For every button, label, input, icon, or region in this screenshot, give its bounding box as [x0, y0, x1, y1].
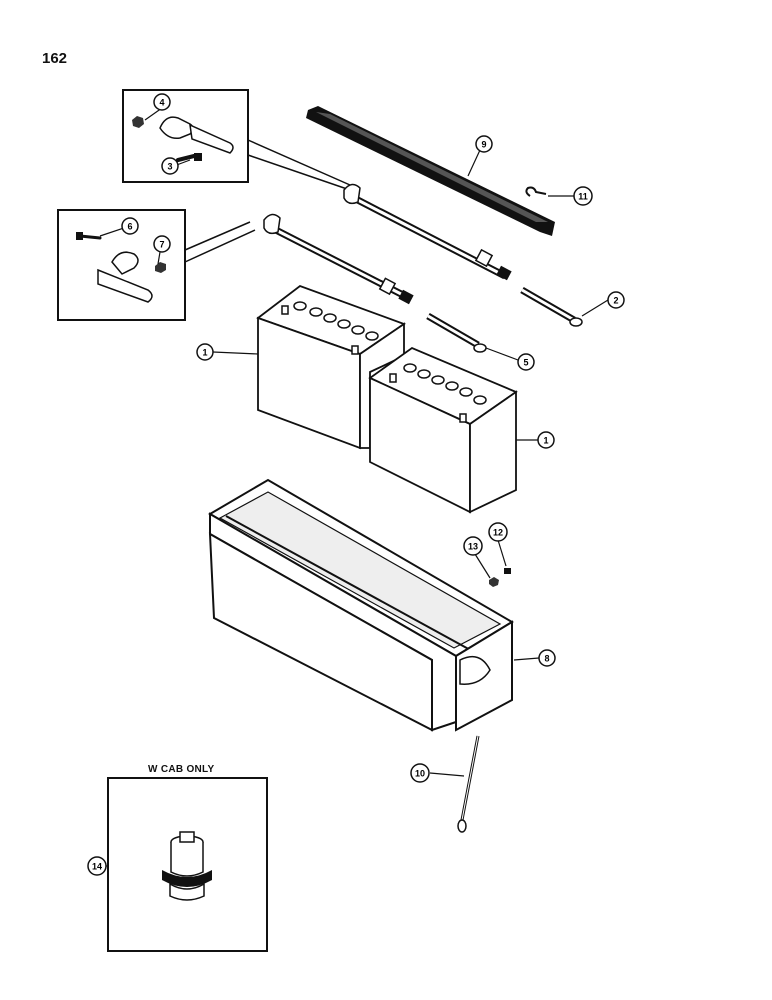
nut-13 — [489, 577, 499, 587]
callout-10: 10 — [410, 763, 430, 783]
callout-5: 5 — [517, 353, 535, 371]
svg-text:1: 1 — [543, 436, 548, 446]
svg-text:5: 5 — [523, 358, 528, 368]
cab-only-caption: W CAB ONLY — [148, 764, 215, 775]
nut-icon — [132, 116, 144, 128]
callout-14: 14 — [87, 856, 107, 876]
battery-cable-upper — [343, 183, 512, 281]
cable-end-icon — [97, 268, 153, 303]
svg-text:14: 14 — [92, 862, 102, 872]
callout-12: 12 — [488, 522, 508, 542]
inset-cab-breather — [107, 777, 268, 952]
wing-bolt — [525, 186, 547, 197]
svg-text:2: 2 — [613, 296, 618, 306]
callout-13: 13 — [463, 536, 483, 556]
page-number: 162 — [42, 50, 68, 67]
short-cable-5 — [426, 312, 487, 353]
svg-text:12: 12 — [493, 528, 503, 538]
callouts: 1 1 2 3 4 5 6 7 8 9 10 11 12 13 14 — [87, 93, 625, 876]
svg-text:3: 3 — [167, 162, 172, 172]
callout-6: 6 — [121, 217, 139, 235]
battery-cable-lower — [263, 213, 414, 305]
callout-8: 8 — [538, 649, 556, 667]
nut-icon — [155, 262, 166, 273]
svg-text:7: 7 — [159, 240, 164, 250]
short-cable-2 — [520, 286, 583, 327]
cable-end-icon — [189, 123, 234, 154]
battery-box — [208, 478, 514, 732]
svg-text:8: 8 — [544, 654, 549, 664]
callout-1b: 1 — [537, 431, 555, 449]
battery-front — [368, 346, 518, 514]
svg-text:11: 11 — [578, 192, 588, 202]
svg-text:6: 6 — [127, 222, 132, 232]
terminal-clamp-icon — [159, 116, 194, 140]
hold-down-rod — [457, 735, 480, 833]
callout-9: 9 — [475, 135, 493, 153]
svg-text:4: 4 — [159, 98, 164, 108]
hold-down-strap — [306, 106, 555, 236]
callout-3: 3 — [161, 157, 179, 175]
bolt-icon — [176, 154, 196, 162]
callout-4: 4 — [153, 93, 171, 111]
inset-terminal-clamp-left — [57, 209, 256, 321]
callout-11: 11 — [573, 186, 593, 206]
svg-text:1: 1 — [202, 348, 207, 358]
callout-2: 2 — [607, 291, 625, 309]
bolt-12 — [504, 568, 511, 574]
svg-text:10: 10 — [415, 769, 425, 779]
inset-terminal-clamp-top — [122, 89, 351, 191]
callout-1a: 1 — [196, 343, 214, 361]
callout-7: 7 — [153, 235, 171, 253]
terminal-clamp-icon — [111, 251, 139, 275]
svg-text:13: 13 — [468, 542, 478, 552]
svg-text:9: 9 — [481, 140, 486, 150]
bolt-icon — [78, 234, 102, 240]
battery-rear — [256, 284, 406, 450]
